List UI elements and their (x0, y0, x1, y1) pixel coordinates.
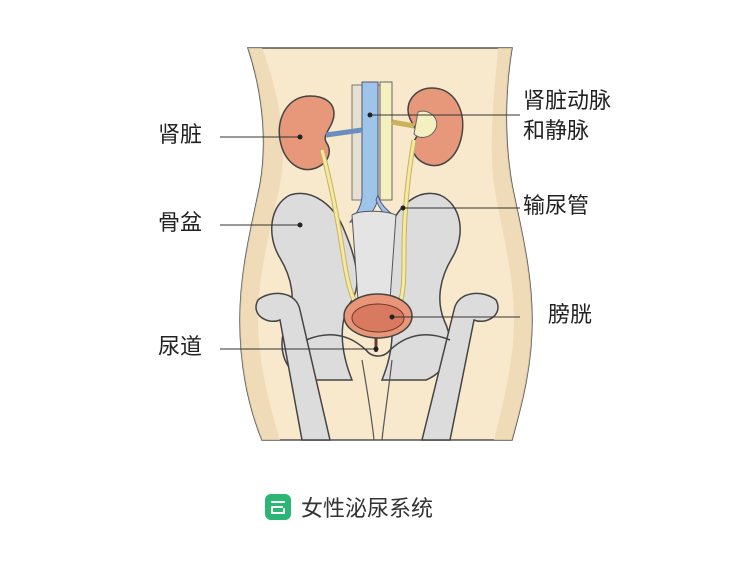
caption-text: 女性泌尿系统 (301, 497, 434, 522)
torso-shadow-right (491, 48, 532, 440)
ureter-left-inner (320, 149, 362, 311)
bladder-inner (351, 303, 405, 333)
pubic-arch (305, 334, 451, 357)
renal-artery-right (391, 119, 415, 129)
femur-left (255, 292, 331, 441)
label-pelvis: 骨盆 (158, 211, 203, 236)
femur-right (421, 292, 499, 441)
label-urethra: 尿道 (158, 335, 203, 360)
label-ureter: 输尿管 (523, 194, 590, 219)
figure-caption: 女性泌尿系统 (265, 490, 433, 524)
ureter-right-inner (396, 139, 416, 309)
label-renal-vessels-line1: 肾脏动脉 (523, 89, 612, 114)
label-renal-vessels-line2: 和静脉 (523, 119, 590, 144)
renal-vein-left (325, 127, 363, 138)
label-kidney: 肾脏 (158, 123, 203, 148)
torso-shadow-left (240, 48, 283, 440)
app-logo-icon (265, 494, 291, 520)
aorta (379, 81, 393, 201)
label-bladder: 膀胱 (548, 303, 593, 328)
inner-thigh-line (361, 359, 393, 441)
renal-pelvis-right (413, 110, 438, 138)
